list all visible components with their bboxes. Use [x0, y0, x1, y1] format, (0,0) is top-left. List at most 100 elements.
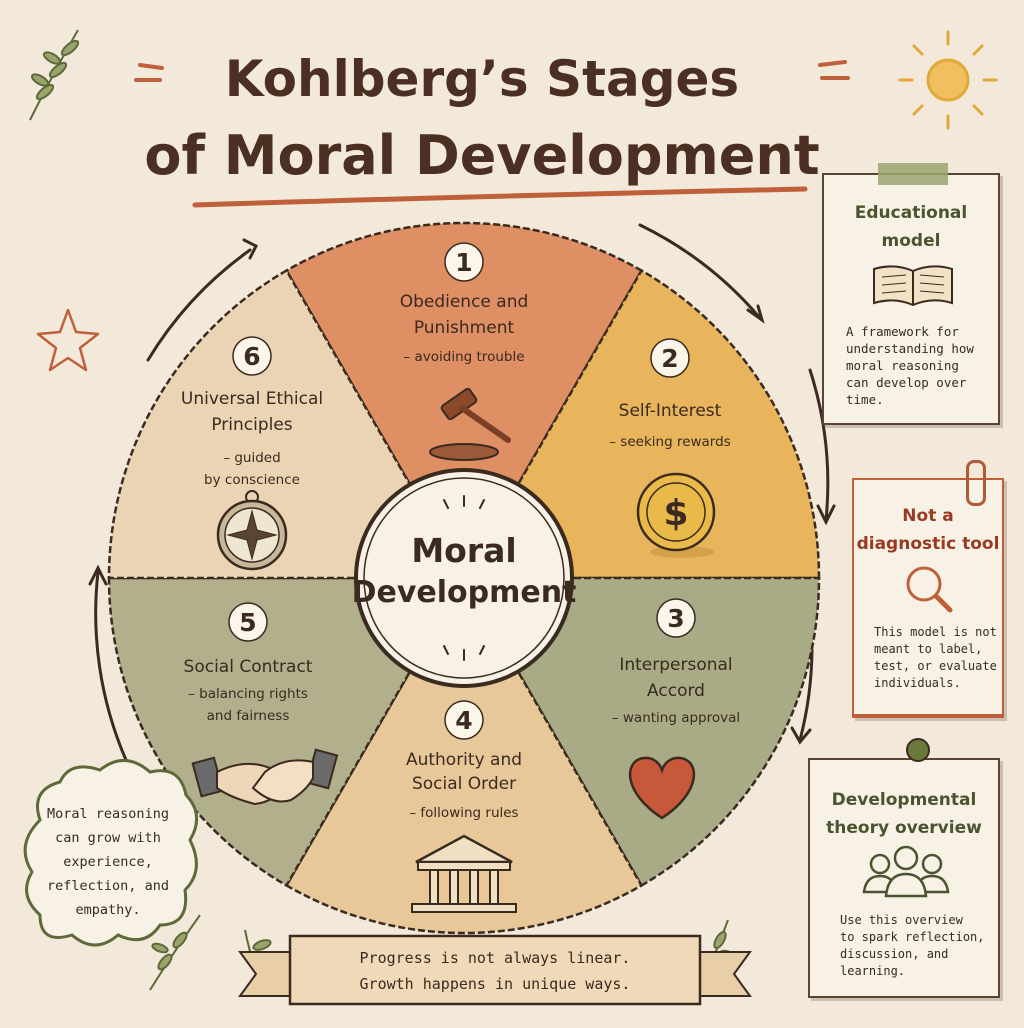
- note-body-line: time.: [846, 392, 884, 407]
- stage-description: – following rules: [409, 805, 518, 821]
- banner-line-2: Growth happens in unique ways.: [360, 975, 631, 993]
- handshake-icon: [191, 748, 339, 806]
- cloud-text-line: empathy.: [75, 902, 140, 918]
- stage-description: – wanting approval: [612, 710, 740, 726]
- gavel-icon: [429, 387, 511, 461]
- sun-icon: [898, 30, 998, 130]
- note-body-line: to spark reflection,: [840, 930, 985, 944]
- cloud-text-line: experience,: [63, 854, 152, 870]
- note-educational-title-2: model: [881, 231, 941, 251]
- stage-wedge: [107, 576, 467, 888]
- note-diagnostic-title-1: Not a: [902, 506, 954, 526]
- stage-title: Self-Interest: [619, 401, 722, 421]
- svg-text:$: $: [663, 493, 688, 534]
- stage-wedge: [461, 268, 821, 580]
- note-body-line: Use this overview: [840, 913, 963, 927]
- note-body-line: can develop over: [846, 375, 967, 390]
- stage-description: – avoiding trouble: [403, 349, 524, 365]
- note-body-line: meant to label,: [874, 642, 983, 656]
- cloud-text-line: reflection, and: [47, 878, 169, 894]
- note-diagnostic-title-2: diagnostic tool: [856, 534, 1000, 554]
- cloud-text-line: Moral reasoning: [47, 806, 169, 822]
- stage-wedge: [284, 575, 644, 935]
- stage-number-badge: [656, 598, 696, 638]
- note-developmental-title-2: theory overview: [826, 818, 982, 838]
- note-body-line: A framework for: [846, 324, 959, 339]
- stage-number: 6: [243, 342, 260, 371]
- stage-title: Social Contract: [184, 657, 313, 677]
- center-sparkle-marks: [443, 495, 485, 661]
- center-label-line-1: Moral: [411, 531, 516, 570]
- stage-description: by conscience: [204, 472, 300, 488]
- stage-number-badge: [444, 242, 484, 282]
- stage-title: Accord: [647, 681, 705, 701]
- stage-description: – balancing rights: [188, 686, 308, 702]
- people-icon: [862, 845, 950, 898]
- note-developmental-title-1: Developmental: [831, 790, 977, 810]
- cycle-arrows: [88, 223, 836, 762]
- title-line-1: Kohlberg’s Stages: [225, 50, 739, 108]
- stage-title: Social Order: [412, 774, 516, 794]
- center-label-line-2: Development: [352, 575, 577, 610]
- courthouse-icon: [411, 834, 517, 913]
- stage-number-badge: [650, 338, 690, 378]
- bottom-banner: Progress is not always linear. Growth ha…: [238, 934, 752, 1006]
- note-body-line: test, or evaluate: [874, 659, 997, 673]
- cloud-text-line: can grow with: [55, 830, 161, 846]
- heart-icon: [628, 756, 696, 820]
- star-icon: [36, 308, 100, 372]
- stage-number-badge: [444, 700, 484, 740]
- stage-number: 4: [455, 706, 472, 735]
- pushpin-icon: [906, 738, 930, 762]
- stage-description: – guided: [223, 450, 280, 466]
- note-body-line: understanding how: [846, 341, 974, 356]
- stage-number-badge: [228, 602, 268, 642]
- stage-wedge: [107, 268, 467, 580]
- center-circle-inner-ring: [363, 477, 565, 679]
- magnifier-icon: [906, 566, 953, 613]
- note-body-line: moral reasoning: [846, 358, 959, 373]
- compass-icon: [216, 490, 288, 571]
- note-body-line: learning.: [840, 964, 906, 978]
- paperclip-icon: [966, 460, 986, 506]
- stage-title: Universal Ethical: [181, 389, 323, 409]
- note-educational-model: Educational model A framework for understa…: [822, 163, 1000, 425]
- stage-number: 2: [661, 344, 678, 373]
- note-body-line: individuals.: [874, 676, 961, 690]
- stage-title: Authority and: [406, 750, 522, 770]
- note-educational-title-1: Educational: [854, 203, 968, 223]
- banner-line-1: Progress is not always linear.: [360, 949, 631, 967]
- stage-description: and fairness: [207, 708, 290, 724]
- coin-icon: $: [636, 472, 716, 558]
- title-accent-marks: [134, 60, 850, 82]
- stage-number: 1: [455, 248, 472, 277]
- stage-title: Interpersonal: [619, 655, 732, 675]
- note-not-diagnostic-tool: Not a diagnostic tool This model is not me…: [852, 460, 1004, 718]
- center-circle: [354, 468, 574, 688]
- note-body-line: discussion, and: [840, 947, 949, 961]
- leaf-sprig-icon: [149, 914, 201, 991]
- title-line-2: of Moral Development: [144, 124, 819, 187]
- book-icon: [873, 265, 953, 307]
- tape-strip: [878, 163, 948, 185]
- stage-title: Obedience and: [400, 292, 529, 312]
- stage-wedge: [461, 576, 821, 888]
- stage-title: Punishment: [414, 318, 515, 338]
- stage-number: 3: [667, 604, 684, 633]
- stage-number-badge: [232, 336, 272, 376]
- title-underline: [192, 186, 808, 208]
- stage-title: Principles: [211, 415, 292, 435]
- note-body-line: This model is not: [874, 625, 997, 639]
- stage-number: 5: [239, 608, 256, 637]
- leaf-sprig-icon: [29, 29, 80, 121]
- growth-thought-cloud: Moral reasoning can grow with experience, r…: [23, 759, 198, 947]
